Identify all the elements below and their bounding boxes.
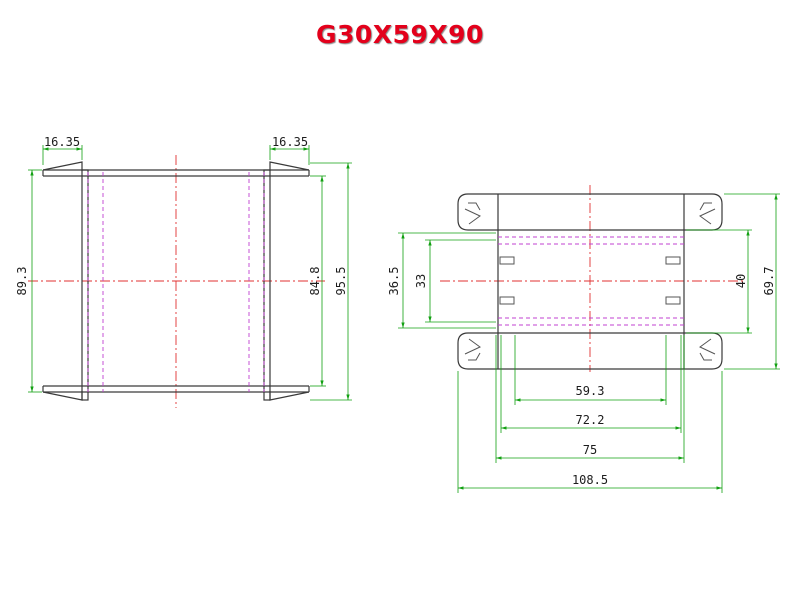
dim-label-left-flange: 16.35 (44, 135, 80, 149)
dim-label-right-flange: 16.35 (272, 135, 308, 149)
dim-label-bottom-2: 72.2 (576, 413, 605, 427)
side-view-body (81, 169, 271, 401)
side-view-dimension-lines (28, 145, 352, 401)
front-view-body (457, 193, 723, 370)
dim-label-bottom-4: 108.5 (572, 473, 608, 487)
dim-label-inner-left: 33 (414, 274, 428, 288)
drawing-title: G30X59X90 (316, 20, 484, 49)
side-view: 16.35 16.35 89.3 84.8 95.5 (15, 135, 352, 408)
dim-label-bottom-1: 59.3 (576, 384, 605, 398)
front-view-dimension-lines (398, 193, 780, 493)
dim-label-bottom-3: 75 (583, 443, 597, 457)
dim-label-outer-height: 95.5 (334, 267, 348, 296)
dim-label-right-outer: 69.7 (762, 267, 776, 296)
dim-label-outer-left: 36.5 (387, 267, 401, 296)
dim-label-left-height: 89.3 (15, 267, 29, 296)
dim-label-inner-height: 84.8 (308, 267, 322, 296)
dim-label-right-inner: 40 (734, 274, 748, 288)
front-view: 36.5 33 40 69.7 59.3 72.2 75 108.5 (387, 185, 780, 493)
